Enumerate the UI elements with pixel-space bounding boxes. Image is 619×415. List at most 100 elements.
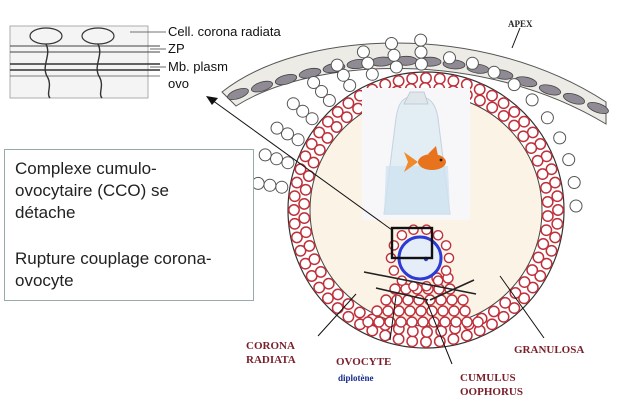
cumulus-cell: [459, 305, 471, 317]
granulosa-cell: [352, 102, 365, 115]
stromal-cell: [569, 199, 583, 213]
cumulus-cell: [371, 305, 383, 317]
granulosa-cell: [342, 310, 355, 323]
cumulus-cell: [391, 294, 403, 306]
granulosa-cell: [518, 292, 531, 305]
corona-cell: [440, 240, 452, 251]
granulosa-cell: [420, 72, 432, 84]
cumulus-cell: [448, 305, 460, 317]
corona-cell: [432, 229, 444, 241]
stromal-cell: [507, 78, 521, 92]
stromal-cell: [356, 45, 370, 59]
granulosa-cell: [551, 190, 564, 203]
stromal-cell: [322, 94, 336, 107]
granulosa-cell: [486, 318, 498, 331]
stromal-cell: [330, 58, 344, 72]
corona-cell: [421, 224, 432, 235]
granulosa-cell: [300, 226, 312, 239]
stromal-cell: [336, 68, 350, 82]
granulosa-cell: [536, 168, 549, 181]
granulosa-cell: [486, 89, 498, 102]
granulosa-cell: [302, 170, 315, 182]
granulosa-cell: [549, 231, 562, 244]
granulosa-cell: [537, 238, 550, 250]
granulosa-cell: [487, 305, 500, 318]
oocyte: [390, 226, 443, 281]
stromal-cell: [296, 104, 310, 118]
granulosa-cell: [331, 105, 344, 118]
granulosa-cell: [321, 115, 334, 128]
granulosa-cell: [508, 119, 521, 132]
cumulus-cells: [362, 224, 484, 328]
granulosa-cell: [534, 270, 547, 282]
explanation-box: Complexe cumulo- ovocytaire (CCO) se dét…: [4, 149, 254, 301]
granulosa-cell: [447, 333, 460, 346]
corona-cell: [396, 229, 408, 241]
stromal-cell: [263, 178, 277, 192]
cumulus-cell: [404, 305, 416, 317]
cumulus-cell: [380, 294, 392, 306]
label-corona-radiata-2: RADIATA: [246, 354, 296, 366]
granulosa-cell: [290, 176, 303, 189]
stromal-cell: [562, 153, 576, 167]
stromal-cell: [343, 79, 357, 92]
inset-schematic: [9, 25, 166, 99]
granulosa-cell: [541, 195, 554, 208]
stromal-cell: [315, 85, 328, 98]
label-corona-radiata-1: CORONA: [246, 340, 295, 352]
granulosa-cell: [353, 306, 366, 319]
granulosa-cell: [545, 244, 558, 257]
granulosa-cell: [525, 142, 538, 155]
corona-cell: [388, 265, 400, 276]
note-line: Complexe cumulo-: [15, 159, 157, 178]
granulosa-cell: [294, 244, 307, 257]
granulosa-cell: [518, 115, 531, 128]
granulosa-cell: [473, 94, 486, 107]
granulosa-cell: [532, 251, 545, 264]
granulosa-cell: [313, 143, 326, 156]
granulosa-cell: [321, 292, 334, 305]
stromal-cell: [270, 152, 283, 166]
cumulus-cell: [373, 316, 385, 328]
granulosa-cell: [298, 212, 311, 225]
granulosa-cell: [499, 296, 512, 309]
theca-cell: [251, 80, 273, 93]
stromal-cell: [465, 56, 479, 70]
theca-cell: [274, 74, 298, 86]
cumulus-cell: [415, 305, 427, 317]
label-oocyte: OVOCYTE: [336, 356, 392, 368]
granulosa-cell: [392, 333, 405, 346]
corona-cell: [440, 265, 452, 276]
cumulus-cell: [395, 316, 407, 328]
label-corona-cells: Cell. corona radiata: [168, 24, 281, 39]
stromal-cell: [258, 148, 272, 162]
granulosa-cell: [473, 83, 486, 96]
corona-cell: [443, 252, 455, 264]
granulosa-cell: [331, 288, 344, 301]
theca-cell: [587, 101, 609, 115]
stromal-cell: [361, 56, 375, 70]
cumulus-cell: [450, 316, 462, 328]
granulosa-cell: [517, 130, 530, 143]
label-plasma-membrane: Mb. plasm: [168, 59, 228, 74]
granulosa-cell: [540, 257, 553, 270]
granulosa-cell: [497, 310, 510, 323]
granulosa-cell: [518, 276, 531, 289]
cumulus-cell: [406, 316, 418, 328]
stromal-cell: [553, 131, 567, 145]
granulosa-cell: [308, 253, 321, 266]
label-diplotene: diplotène: [338, 373, 374, 383]
stromal-cell: [540, 111, 554, 125]
granulosa-cell: [313, 126, 326, 139]
granulosa-cell: [322, 277, 335, 290]
stromal-cells: [251, 33, 583, 213]
granulosa-cell: [406, 325, 419, 338]
cumulus-cell: [384, 316, 396, 328]
stromal-cell: [389, 60, 403, 74]
label-granulosa: GRANULOSA: [514, 344, 585, 356]
granulosa-cell: [460, 329, 473, 342]
label-cumulus-1: CUMULUS: [460, 372, 516, 384]
granulosa-cell: [379, 329, 392, 342]
granulosa-cell: [552, 204, 564, 216]
